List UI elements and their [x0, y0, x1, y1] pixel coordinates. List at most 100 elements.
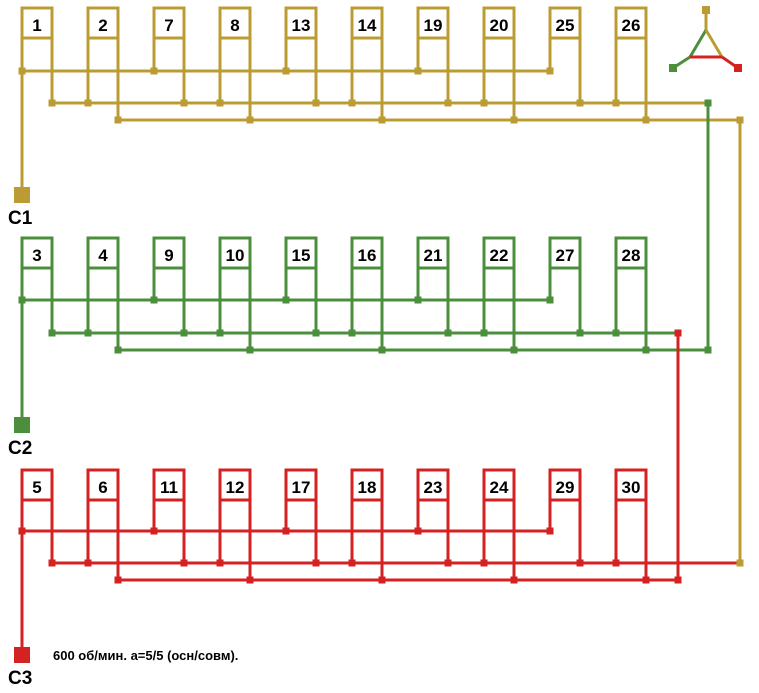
coil-4: 4 — [86, 236, 120, 350]
coil-29: 29 — [548, 468, 582, 563]
coil-11: 11 — [152, 468, 186, 563]
coil-number: 1 — [32, 16, 41, 35]
coil-13: 13 — [284, 6, 318, 103]
coil-number: 23 — [424, 478, 443, 497]
symbol-terminal — [669, 64, 677, 72]
coil-number: 15 — [292, 246, 311, 265]
coil-label-box — [218, 236, 252, 270]
coil-number: 21 — [424, 246, 443, 265]
coil-label-box — [86, 236, 120, 270]
coil-number: 13 — [292, 16, 311, 35]
coil-number: 25 — [556, 16, 575, 35]
coil-number: 4 — [98, 246, 108, 265]
coil-19: 19 — [416, 6, 450, 103]
coil-22: 22 — [482, 236, 516, 350]
coil-label-box — [284, 236, 318, 270]
coil-label-box — [86, 468, 120, 502]
symbol-terminal — [702, 6, 710, 14]
coil-2: 2 — [86, 6, 120, 120]
coil-label-box — [152, 468, 186, 502]
coil-label-box — [482, 468, 516, 502]
coil-30: 30 — [614, 468, 648, 580]
coil-number: 7 — [164, 16, 173, 35]
symbol-wire — [688, 29, 708, 58]
coil-number: 16 — [358, 246, 377, 265]
coil-number: 20 — [490, 16, 509, 35]
coil-20: 20 — [482, 6, 516, 120]
coil-label-box — [482, 6, 516, 40]
coil-label-box — [350, 6, 384, 40]
junction-dot — [704, 346, 712, 354]
coil-23: 23 — [416, 468, 450, 563]
symbol-wire — [704, 29, 724, 58]
coil-27: 27 — [548, 236, 582, 333]
terminal-c3 — [14, 647, 30, 663]
coil-label-box — [482, 236, 516, 270]
coil-label-box — [152, 236, 186, 270]
coil-label-box — [614, 468, 648, 502]
coil-label-box — [350, 236, 384, 270]
coil-label-box — [350, 468, 384, 502]
coil-label-box — [614, 6, 648, 40]
coil-label-box — [152, 6, 186, 40]
coil-label-box — [20, 236, 54, 270]
terminal-label: C2 — [8, 438, 32, 459]
coil-number: 29 — [556, 478, 575, 497]
coil-18: 18 — [350, 468, 384, 580]
coil-26: 26 — [614, 6, 648, 120]
coil-8: 8 — [218, 6, 252, 120]
coil-label-box — [548, 468, 582, 502]
symbol-terminal — [734, 64, 742, 72]
coil-label-box — [416, 6, 450, 40]
coil-label-box — [20, 468, 54, 502]
coil-number: 10 — [226, 246, 245, 265]
terminal-c1 — [14, 187, 30, 203]
coil-7: 7 — [152, 6, 186, 103]
coil-number: 3 — [32, 246, 41, 265]
coil-label-box — [284, 468, 318, 502]
coil-number: 14 — [358, 16, 377, 35]
coil-12: 12 — [218, 468, 252, 580]
terminal-label: C3 — [8, 668, 32, 689]
junction-dot — [736, 559, 744, 567]
coil-number: 22 — [490, 246, 509, 265]
coil-label-box — [284, 6, 318, 40]
coil-number: 5 — [32, 478, 41, 497]
coil-label-box — [86, 6, 120, 40]
coil-5: 5 — [20, 468, 54, 563]
coil-number: 19 — [424, 16, 443, 35]
coil-label-box — [416, 236, 450, 270]
coil-1: 1 — [20, 6, 54, 103]
coil-16: 16 — [350, 236, 384, 350]
winding-note: 600 об/мин. a=5/5 (осн/совм). — [53, 648, 239, 663]
junction-dot — [674, 576, 682, 584]
coil-14: 14 — [350, 6, 384, 120]
coil-6: 6 — [86, 468, 120, 580]
coil-number: 18 — [358, 478, 377, 497]
terminal-label: C1 — [8, 208, 33, 229]
coil-number: 26 — [622, 16, 641, 35]
coil-28: 28 — [614, 236, 648, 350]
coil-21: 21 — [416, 236, 450, 333]
coil-label-box — [218, 6, 252, 40]
junction-dot — [736, 116, 744, 124]
coil-label-box — [20, 6, 54, 40]
coil-number: 8 — [230, 16, 239, 35]
coil-label-box — [614, 236, 648, 270]
coil-15: 15 — [284, 236, 318, 333]
coil-number: 2 — [98, 16, 107, 35]
coil-17: 17 — [284, 468, 318, 563]
coil-label-box — [416, 468, 450, 502]
coil-number: 27 — [556, 246, 575, 265]
junction-dot — [674, 329, 682, 337]
coil-3: 3 — [20, 236, 54, 333]
coil-25: 25 — [548, 6, 582, 103]
coil-number: 24 — [490, 478, 509, 497]
junction-dot — [704, 99, 712, 107]
coil-9: 9 — [152, 236, 186, 333]
coil-number: 17 — [292, 478, 311, 497]
coil-number: 12 — [226, 478, 245, 497]
coil-number: 6 — [98, 478, 107, 497]
coil-label-box — [218, 468, 252, 502]
